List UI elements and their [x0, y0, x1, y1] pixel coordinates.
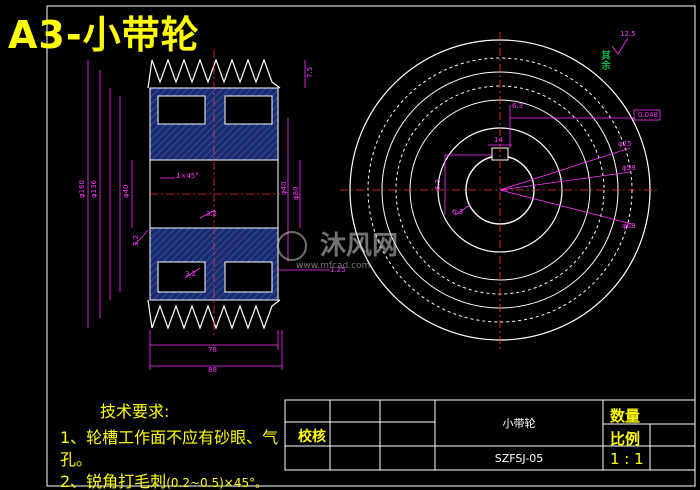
- dim-hub-diameter: φ40: [122, 184, 130, 198]
- svg-text:12.5: 12.5: [620, 30, 636, 38]
- dim-chamfer: 1×45°: [176, 172, 199, 180]
- roughness-1: 3.2: [206, 210, 217, 218]
- dim-bore-diameter: φ40: [280, 181, 288, 195]
- drawing-number: SZFSJ-05: [494, 452, 544, 465]
- dim-top-gap: 7.5: [306, 67, 314, 78]
- front-tolerance: 0.048: [638, 111, 658, 119]
- roughness-general-note: 12.5 其余: [599, 30, 636, 71]
- dim-outer-diameter: φ160: [78, 180, 86, 198]
- watermark: 沐风网 www.mfcad.com: [277, 231, 398, 271]
- quantity-label: 数量: [610, 407, 641, 425]
- ratio-label: 比例: [610, 430, 641, 448]
- part-name: 小带轮: [502, 417, 536, 430]
- front-circle-1: φ25: [618, 140, 632, 148]
- front-circle-3: φ68: [622, 222, 636, 230]
- front-bore-roughness: 6.3: [452, 208, 463, 216]
- front-vertical-dim: 6.3: [434, 179, 442, 190]
- watermark-brand: 沐风网: [320, 231, 398, 261]
- dim-width-78: 78: [208, 346, 217, 354]
- front-keyway-depth: 6.3: [512, 102, 523, 110]
- roughness-label: 其余: [599, 50, 611, 71]
- roughness-3: 3.2: [132, 235, 140, 246]
- pulley-front-view: 6.3 14 0.048 φ25 φ58 φ68 6.3 6.3: [340, 32, 661, 350]
- front-keyway-width: 14: [494, 136, 503, 144]
- front-circle-2: φ58: [622, 164, 636, 172]
- watermark-url: www.mfcad.com: [296, 261, 370, 271]
- drawing-border: [46, 5, 696, 487]
- dim-bore-80: φ80: [292, 186, 300, 200]
- requirements-heading: 技术要求:: [100, 402, 170, 421]
- requirement-line-2: 孔。: [60, 450, 93, 469]
- check-label: 校核: [298, 429, 326, 445]
- drawing-title: A3-小带轮: [8, 13, 200, 57]
- requirement-line-3: 2、锐角打毛刺(0.2~0.5)×45°。: [60, 472, 268, 490]
- dim-width-88: 88: [208, 366, 217, 374]
- roughness-2: 3.2: [185, 270, 196, 278]
- dim-pitch-diameter: φ136: [90, 179, 98, 198]
- title-block-frame: [284, 399, 696, 471]
- ratio-value: 1 : 1: [610, 450, 644, 468]
- pulley-section-view: φ160 φ136 φ40 φ40 φ80 7.5 1×45° 3.2 3.2 …: [78, 50, 346, 374]
- requirement-line-1: 1、轮槽工作面不应有砂眼、气: [60, 428, 279, 447]
- dim-radius: 1.25: [330, 266, 346, 274]
